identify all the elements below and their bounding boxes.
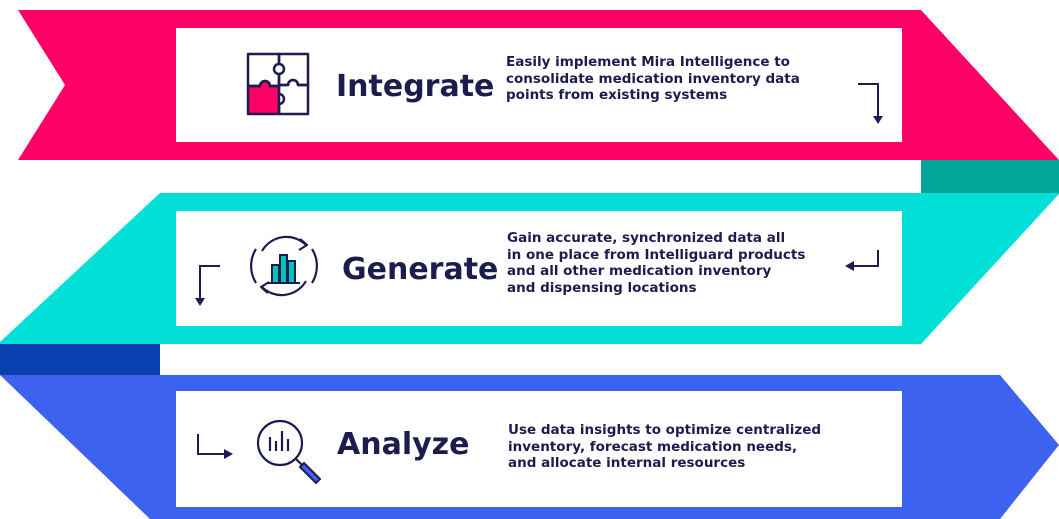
magnifier-chart-icon — [256, 419, 322, 485]
description-line: Gain accurate, synchronized data all — [507, 230, 786, 246]
chart-refresh-icon — [250, 235, 318, 297]
step-title-analyze: Analyze — [337, 427, 470, 462]
description-line: and allocate internal resources — [508, 455, 746, 471]
card-generate — [176, 211, 902, 326]
description-line: Use data insights to optimize centralize… — [508, 422, 822, 438]
description-line: inventory, forecast medication needs, — [508, 438, 798, 455]
fold-shadow-blue — [0, 344, 160, 375]
fold-shadow-teal — [921, 160, 1059, 194]
step-description-analyze: Use data insights to optimize centralize… — [508, 422, 868, 472]
description-line: in one place from Intelliguard products — [507, 246, 806, 263]
description-line: and all other medication inventory — [507, 263, 772, 279]
step-description-generate: Gain accurate, synchronized data all in … — [507, 230, 847, 296]
puzzle-icon — [246, 52, 310, 116]
description-line: and dispensing locations — [507, 279, 697, 296]
arrow-return-left-icon — [845, 250, 879, 271]
step-description-integrate: Easily implement Mira Intelligence to co… — [506, 54, 836, 104]
step-title-integrate: Integrate — [336, 69, 495, 104]
step-title-generate: Generate — [342, 252, 499, 287]
arrow-down-right-icon — [197, 434, 233, 459]
arrow-down-right-icon — [858, 83, 883, 124]
description-line: consolidate medication inventory data — [506, 70, 800, 87]
card-analyze — [176, 391, 902, 507]
description-line: points from existing systems — [506, 87, 728, 103]
description-line: Easily implement Mira Intelligence to — [506, 54, 790, 70]
arrow-left-down-icon — [195, 265, 220, 306]
